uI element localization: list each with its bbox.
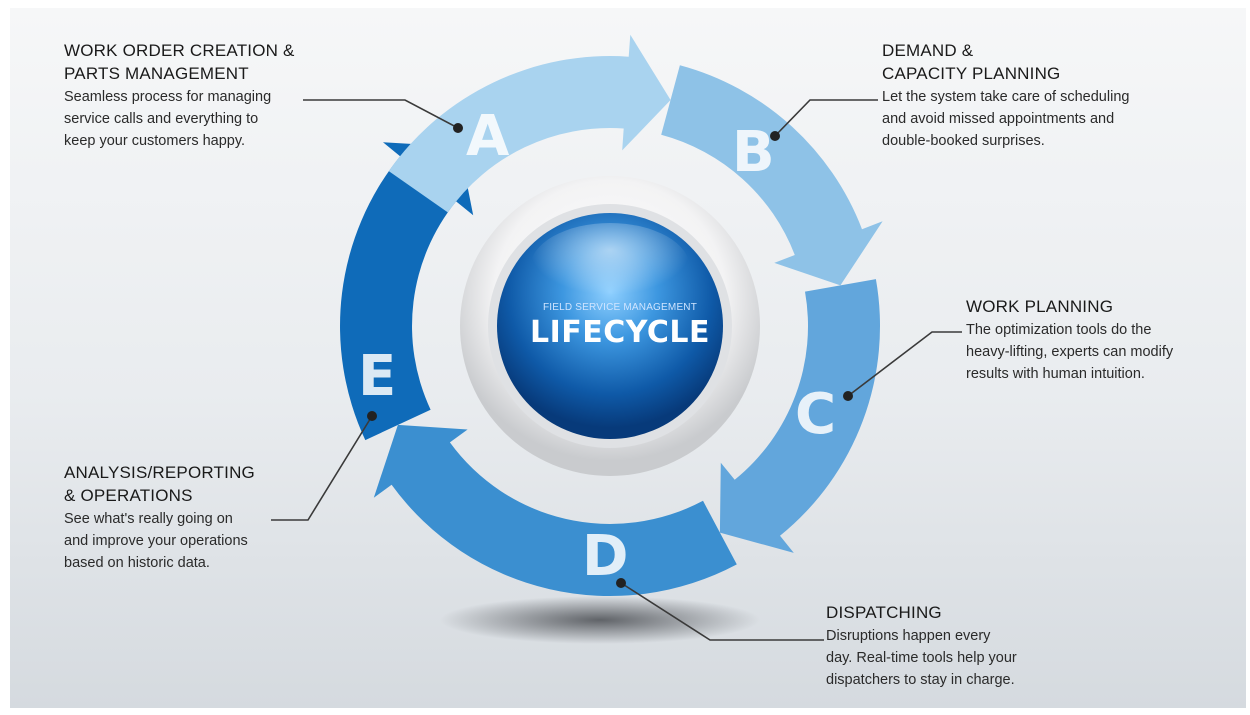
stage-c-desc-line-3: results with human intuition.	[966, 366, 1145, 382]
leader-dot-c	[843, 391, 853, 401]
stage-e-block: ANALYSIS/REPORTING & OPERATIONS See what…	[64, 462, 255, 574]
stage-b-title-line-1: DEMAND &	[882, 41, 974, 60]
ground-shadow	[440, 596, 760, 644]
hub-gloss	[530, 223, 690, 313]
stage-c-desc-line-1: The optimization tools do the	[966, 322, 1152, 338]
leader-dot-b	[770, 131, 780, 141]
hub-title: LIFECYCLE	[529, 315, 711, 350]
stage-a-desc-line-2: service calls and everything to	[64, 111, 259, 127]
leader-dot-d	[616, 578, 626, 588]
lifecycle-diagram	[271, 34, 962, 644]
stage-d-desc-line-3: dispatchers to stay in charge.	[826, 672, 1015, 688]
leader-line-b	[774, 99, 878, 137]
stage-b-desc-line-3: double-booked surprises.	[882, 133, 1045, 149]
leader-dot-a	[453, 123, 463, 133]
leader-line-d	[620, 582, 824, 641]
stage-b-title-line-2: CAPACITY PLANNING	[882, 64, 1061, 83]
cycle-arrow-c	[719, 279, 881, 553]
leader-line-e	[271, 415, 373, 521]
stage-d-block: DISPATCHING Disruptions happen every day…	[826, 602, 1017, 691]
leader-dots	[367, 123, 853, 588]
stage-letter-e: E	[358, 344, 397, 409]
cycle-arrow-b	[661, 65, 883, 286]
stage-a-title-line-1: WORK ORDER CREATION &	[64, 41, 295, 60]
cycle-arrow-d	[373, 424, 737, 597]
stage-letter-a: A	[466, 104, 510, 169]
stage-letter-c: C	[795, 382, 837, 447]
stage-e-desc-line-1: See what's really going on	[64, 511, 233, 527]
stage-c-block: WORK PLANNING The optimization tools do …	[966, 296, 1173, 385]
stage-c-desc-line-2: heavy-lifting, experts can modify	[966, 344, 1174, 360]
stage-b-desc-line-1: Let the system take care of scheduling	[882, 89, 1130, 105]
cycle-arrow-e	[340, 142, 474, 441]
leader-line-a	[303, 99, 459, 129]
stage-e-title-line-1: ANALYSIS/REPORTING	[64, 463, 255, 482]
leader-lines	[271, 99, 962, 641]
leader-line-c	[847, 331, 962, 397]
stage-e-desc-line-2: and improve your operations	[64, 533, 248, 549]
stage-e-title-line-2: & OPERATIONS	[64, 486, 193, 505]
cycle-arrows	[340, 34, 883, 597]
stage-d-desc-line-1: Disruptions happen every	[826, 628, 991, 644]
leader-dot-e	[367, 411, 377, 421]
stage-c-title-line-1: WORK PLANNING	[966, 297, 1114, 316]
cycle-arrow-a	[388, 34, 671, 213]
stage-letter-d: D	[582, 524, 629, 589]
stage-b-desc-line-2: and avoid missed appointments and	[882, 111, 1115, 127]
stage-a-desc-line-3: keep your customers happy.	[64, 133, 246, 149]
stage-b-block: DEMAND & CAPACITY PLANNING Let the syste…	[882, 40, 1129, 152]
stage-a-block: WORK ORDER CREATION & PARTS MANAGEMENT S…	[64, 40, 295, 152]
lifecycle-frame: A B C D E FIELD SERVICE MANAGEMENT LIFEC…	[10, 8, 1246, 708]
stage-a-desc-line-1: Seamless process for managing	[64, 89, 272, 105]
stage-d-title-line-1: DISPATCHING	[826, 603, 942, 622]
stage-letter-b: B	[732, 120, 775, 185]
stage-d-desc-line-2: day. Real-time tools help your	[826, 650, 1017, 666]
stage-e-desc-line-3: based on historic data.	[64, 555, 210, 571]
hub-subtitle: FIELD SERVICE MANAGEMENT	[542, 302, 698, 313]
stage-a-title-line-2: PARTS MANAGEMENT	[64, 64, 249, 83]
